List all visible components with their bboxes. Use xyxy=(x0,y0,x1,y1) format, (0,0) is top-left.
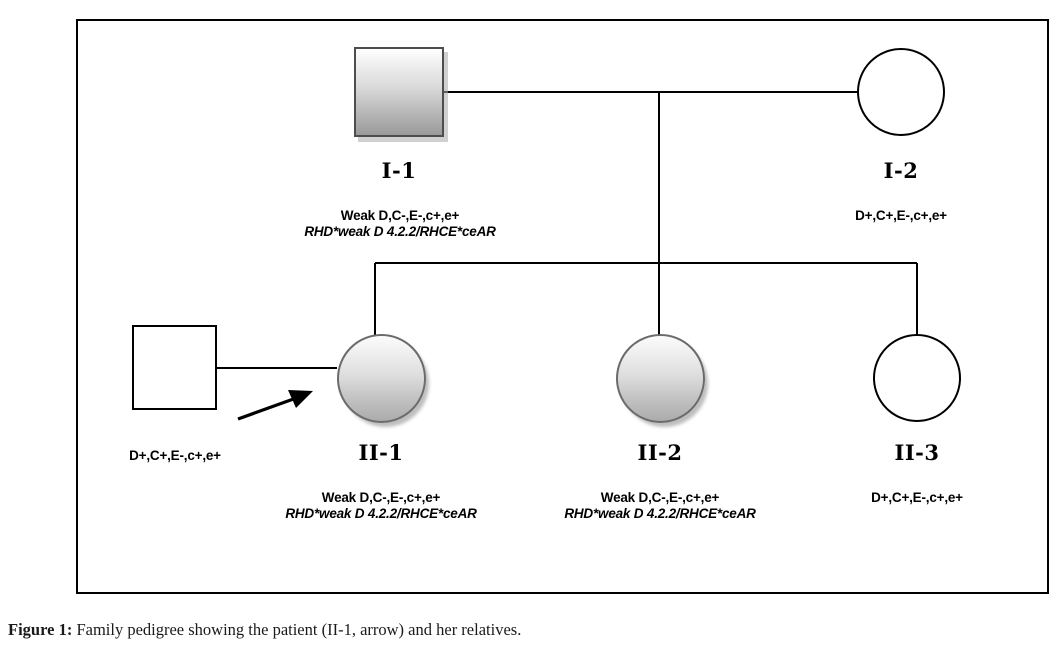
phenotype-text-ii-2: Weak D,C-,E-,c+,e+ xyxy=(600,490,720,505)
pedigree-id-label-ii-1: II-1 xyxy=(358,440,404,465)
figure-caption: Figure 1: Family pedigree showing the pa… xyxy=(8,620,1048,640)
phenotype-text-i-1: Weak D,C-,E-,c+,e+ xyxy=(340,208,460,223)
phenotype-text-i-2: D+,C+,E-,c+,e+ xyxy=(855,208,947,223)
genotype-block-spouse: D+,C+,E-,c+,e+ xyxy=(65,448,285,464)
pedigree-symbol-i-2[interactable] xyxy=(857,48,945,136)
genotype-text-ii-1: RHD*weak D 4.2.2/RHCE*ceAR xyxy=(285,506,477,521)
phenotype-text-ii-1: Weak D,C-,E-,c+,e+ xyxy=(321,490,441,505)
pedigree-symbol-i-1[interactable] xyxy=(354,47,444,137)
genotype-block-ii-3: D+,C+,E-,c+,e+ xyxy=(807,490,1027,506)
pedigree-id-label-i-1: I-1 xyxy=(381,158,417,183)
pedigree-id-label-ii-2: II-2 xyxy=(637,440,683,465)
pedigree-symbol-ii-2[interactable] xyxy=(616,334,705,423)
pedigree-id-label-ii-3: II-3 xyxy=(894,440,940,465)
pedigree-symbol-spouse-of-ii-1[interactable] xyxy=(132,325,217,410)
figure-caption-label: Figure 1: xyxy=(8,620,73,639)
pedigree-symbol-ii-1[interactable] xyxy=(337,334,426,423)
genotype-block-i-1: Weak D,C-,E-,c+,e+ RHD*weak D 4.2.2/RHCE… xyxy=(240,208,560,240)
genotype-block-ii-1: Weak D,C-,E-,c+,e+ RHD*weak D 4.2.2/RHCE… xyxy=(221,490,541,522)
pedigree-id-label-i-2: I-2 xyxy=(883,158,919,183)
phenotype-text-ii-3: D+,C+,E-,c+,e+ xyxy=(871,490,963,505)
genotype-text-i-1: RHD*weak D 4.2.2/RHCE*ceAR xyxy=(304,224,496,239)
pedigree-symbol-ii-3[interactable] xyxy=(873,334,961,422)
genotype-block-i-2: D+,C+,E-,c+,e+ xyxy=(791,208,1011,224)
phenotype-text-spouse: D+,C+,E-,c+,e+ xyxy=(129,448,221,463)
genotype-block-ii-2: Weak D,C-,E-,c+,e+ RHD*weak D 4.2.2/RHCE… xyxy=(500,490,820,522)
genotype-text-ii-2: RHD*weak D 4.2.2/RHCE*ceAR xyxy=(564,506,756,521)
figure-caption-text: Family pedigree showing the patient (II-… xyxy=(72,620,522,639)
